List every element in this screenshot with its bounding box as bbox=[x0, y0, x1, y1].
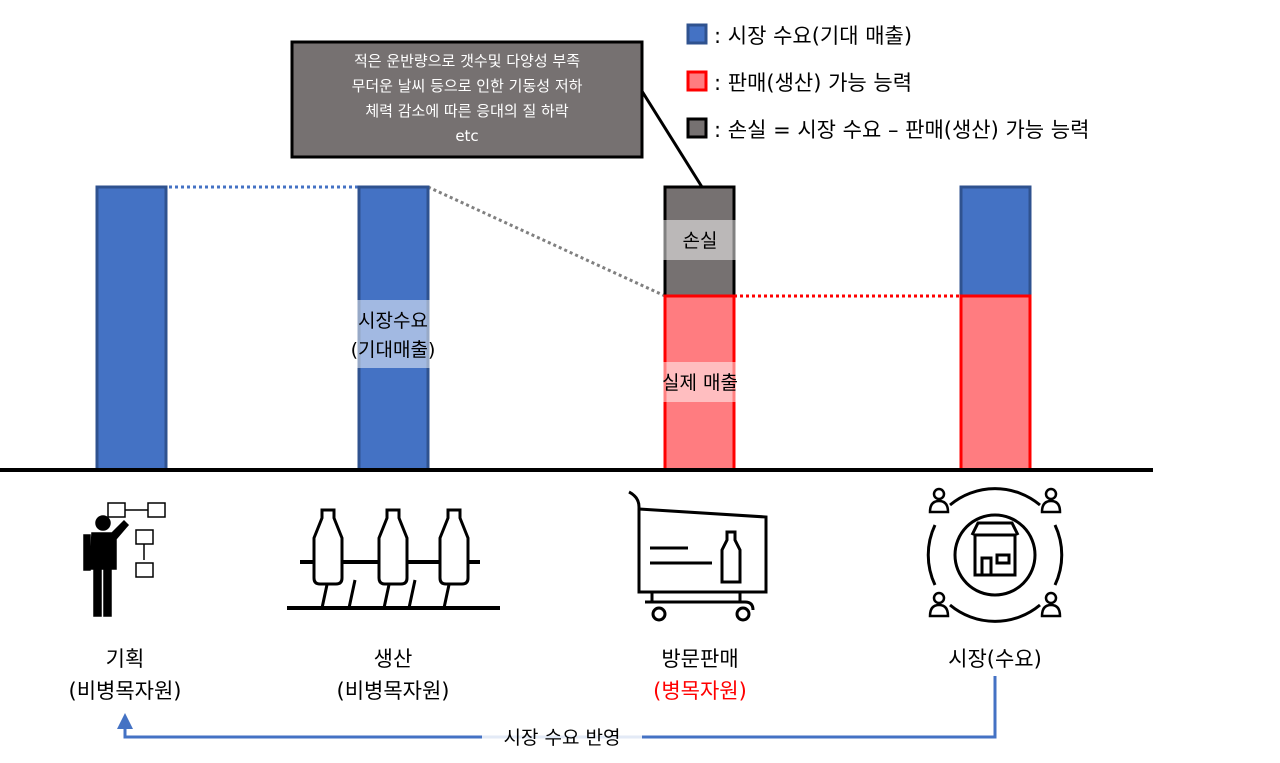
drop-line bbox=[427, 185, 666, 298]
feedback-label: 시장 수요 반영 bbox=[504, 727, 621, 749]
legend-label: : 시장 수요(기대 매출) bbox=[714, 24, 912, 48]
bar-market-capacity bbox=[959, 294, 1032, 472]
market-store-icon bbox=[926, 487, 1064, 623]
legend: : 시장 수요(기대 매출) : 판매(생산) 가능 능력 : 손실 = 시장 … bbox=[686, 23, 1089, 142]
demand-label-line1: 시장수요 bbox=[358, 310, 428, 332]
legend-label: : 손실 = 시장 수요 – 판매(생산) 가능 능력 bbox=[714, 118, 1089, 142]
callout-line: etc bbox=[455, 127, 478, 145]
bottle-production-icon bbox=[287, 508, 500, 610]
callout-line: 적은 운반량으로 갯수및 다양성 부족 bbox=[354, 52, 580, 70]
arrowhead-icon bbox=[117, 713, 133, 729]
stage-sales-role: (병목자원) bbox=[653, 679, 747, 703]
demand-label-bg bbox=[350, 300, 438, 368]
bar-market-demand bbox=[959, 185, 1032, 298]
callout-line: 체력 감소에 따른 응대의 질 하락 bbox=[365, 102, 568, 120]
legend-swatch-loss bbox=[686, 117, 708, 139]
shopping-cart-icon bbox=[628, 490, 768, 622]
actual-label-bg bbox=[627, 362, 773, 402]
loss-label: 손실 bbox=[683, 230, 718, 252]
demand-label-line2: (기대매출) bbox=[351, 339, 436, 361]
legend-label: : 판매(생산) 가능 능력 bbox=[714, 71, 912, 95]
stage-sales-name: 방문판매 bbox=[661, 647, 738, 671]
actual-sales-label: 실제 매출 bbox=[662, 372, 738, 394]
bar-planning-demand bbox=[95, 185, 168, 472]
stage-production-role: (비병목자원) bbox=[337, 679, 450, 703]
stage-planning-role: (비병목자원) bbox=[69, 679, 182, 703]
legend-swatch-demand bbox=[686, 23, 708, 45]
callout-box bbox=[290, 40, 644, 159]
callout-pointer bbox=[638, 87, 704, 188]
loss-label-bg bbox=[627, 220, 773, 260]
stage-market-name: 시장(수요) bbox=[948, 647, 1042, 671]
stage-planning-name: 기획 bbox=[106, 647, 145, 671]
planner-icon bbox=[83, 502, 166, 617]
stage-production-name: 생산 bbox=[374, 647, 413, 671]
callout-line: 무더운 날씨 등으로 인한 기동성 저하 bbox=[352, 77, 583, 95]
legend-swatch-capacity bbox=[686, 70, 708, 92]
feedback-label-bg bbox=[482, 722, 642, 752]
